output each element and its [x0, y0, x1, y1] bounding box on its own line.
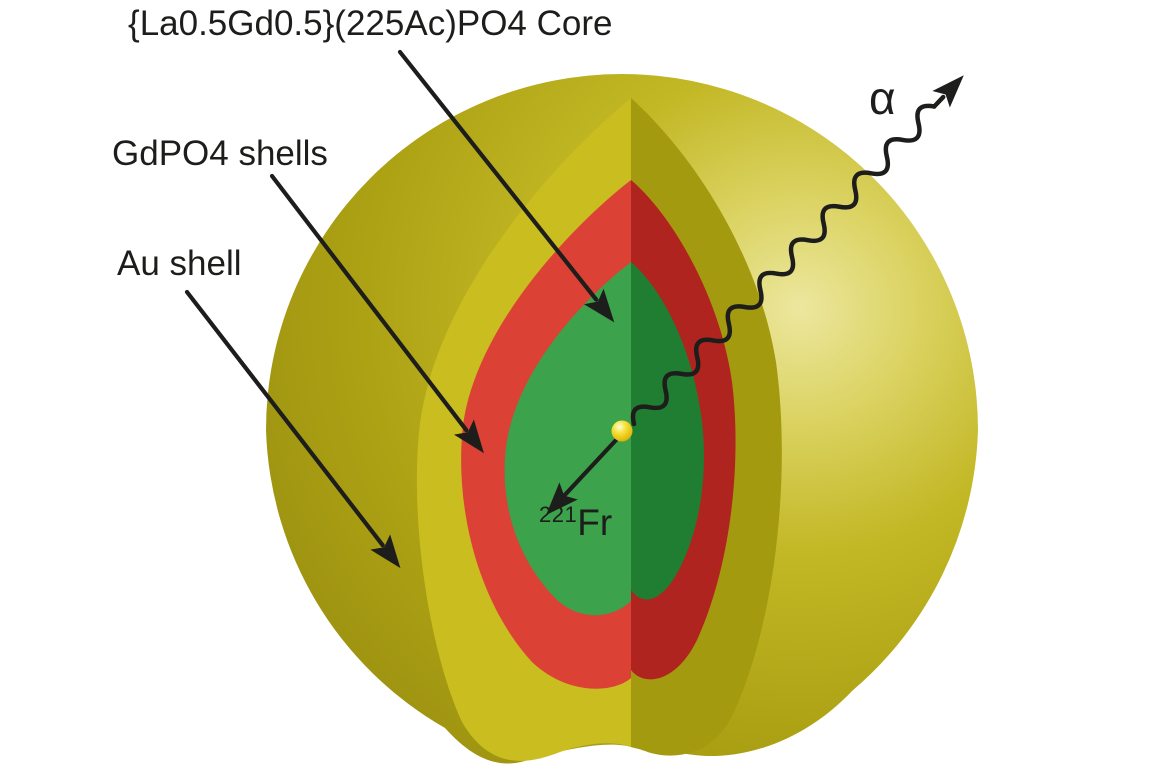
recoil-arrow-line — [561, 436, 620, 499]
core-cut-face-left — [504, 262, 631, 616]
gdpo4-label-arrowhead-icon — [454, 419, 484, 454]
alpha-emission-arrow — [630, 75, 964, 427]
core-label-arrowhead-icon — [584, 288, 615, 323]
au-label-arrow — [184, 289, 401, 569]
decay-origin-ball — [611, 420, 633, 442]
recoil-isotope-label: 221Fr — [539, 503, 612, 543]
alpha-wave-line — [630, 94, 946, 427]
gdpo4-label-arrow — [269, 173, 484, 454]
gdpo4-label-arrow-line — [269, 173, 469, 433]
gdpo4-shells-label: GdPO4 shells — [112, 134, 328, 173]
recoil-arrowhead-icon — [546, 482, 578, 516]
recoil-arrow — [546, 436, 620, 516]
au-shell-label: Au shell — [117, 244, 242, 283]
recoil-isotope-symbol: Fr — [577, 502, 613, 543]
core-label-arrow — [397, 49, 615, 323]
core-cut-face-right — [631, 262, 704, 600]
alpha-particle-label: α — [869, 72, 896, 124]
alpha-arrowhead-icon — [932, 75, 964, 108]
au-label-arrowhead-icon — [370, 534, 401, 569]
core-label: {La0.5Gd0.5}(225Ac)PO4 Core — [128, 4, 613, 43]
recoil-isotope-mass: 221 — [539, 502, 578, 527]
core-label-arrow-line — [397, 49, 599, 302]
au-label-arrow-line — [184, 289, 385, 548]
